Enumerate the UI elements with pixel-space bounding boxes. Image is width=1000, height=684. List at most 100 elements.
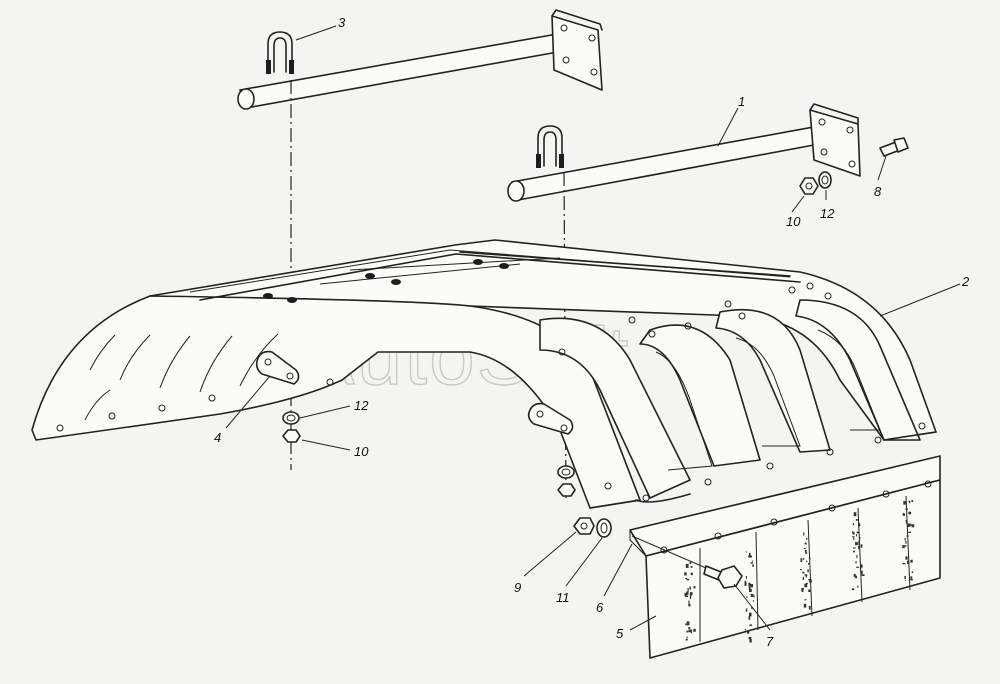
texture-speck [745,551,747,553]
texture-speck [859,536,861,540]
callout-6: 6 [596,600,604,615]
texture-speck [808,562,810,565]
texture-speck [861,574,865,576]
texture-speck [751,560,754,562]
texture-speck [685,595,689,598]
bolt-flap [703,565,743,589]
texture-speck [750,593,754,597]
mounting-hole [824,292,832,300]
texture-speck [806,560,808,563]
u-bolt-lower [536,125,564,168]
mudguard-holes [56,259,926,502]
texture-speck [910,578,913,581]
spring-washer-right [557,465,575,479]
mounting-hole [158,404,166,412]
texture-speck [752,600,755,602]
texture-speck [744,581,747,586]
callout-9: 9 [514,580,521,595]
leader-lines [225,25,961,631]
texture-speck [860,544,863,548]
texture-speck [910,576,913,579]
callout-4: 4 [214,430,221,445]
texture-speck [688,600,690,605]
texture-speck [751,606,753,609]
texture-speck [803,532,805,536]
texture-speck [689,561,692,565]
callout-5: 5 [616,626,624,641]
texture-speck [904,575,906,580]
texture-speck [910,559,913,563]
texture-speck [686,630,689,633]
texture-speck [856,566,859,568]
texture-speck [855,542,858,546]
texture-speck [744,580,747,583]
mounting-hole [208,394,216,402]
texture-speck [905,556,908,560]
texture-speck [907,523,911,527]
texture-speck [753,595,755,598]
texture-speck [853,512,857,517]
texture-speck [804,574,808,576]
spring-washer-flap [596,518,612,538]
callout-12-left: 12 [354,398,369,413]
texture-speck [685,577,688,580]
texture-speck [800,558,803,563]
mud-flap-texture [684,500,915,643]
texture-speck [858,545,861,550]
mounting-hole [788,286,796,294]
flap-hole [882,490,890,498]
nut-left [282,429,301,443]
texture-speck [802,576,805,580]
callout-10-left: 10 [354,444,369,459]
texture-speck [853,537,855,540]
top-slot-hole [287,297,297,303]
texture-speck [853,547,856,549]
callout-1: 1 [738,94,745,109]
top-slot-hole [365,273,375,279]
flap-hole [660,546,668,554]
texture-speck [907,560,910,564]
texture-speck [800,568,802,570]
flap-hole [714,532,722,540]
texture-speck [853,574,856,577]
nut-bracket [799,177,819,195]
mounting-hole [684,322,692,330]
texture-speck [911,500,914,503]
texture-speck [855,575,858,579]
clamp-plate-right [527,402,574,435]
texture-speck [688,627,691,630]
texture-speck [687,588,689,592]
spring-washer-left [282,411,300,425]
callout-11: 11 [556,590,570,605]
mounting-hole [724,300,732,308]
texture-speck [689,586,691,590]
texture-speck [807,569,809,573]
texture-speck [690,566,693,568]
texture-speck [908,531,912,533]
top-slot-hole [499,263,509,269]
texture-speck [748,554,752,558]
texture-speck [902,512,904,516]
texture-speck [685,623,689,626]
texture-speck [688,604,691,606]
texture-speck [908,511,912,515]
callout-12-bracket: 12 [820,206,835,221]
mounting-hole [738,312,746,320]
texture-speck [693,585,696,589]
mounting-hole [108,412,116,420]
callout-labels: 3 1 2 4 12 10 10 12 8 9 11 6 7 5 [214,15,970,649]
texture-speck [686,636,688,639]
texture-speck [744,629,746,631]
texture-speck [808,579,811,581]
callout-3: 3 [338,15,346,30]
support-bracket-upper [237,9,603,110]
texture-speck [686,621,690,626]
texture-speck [748,612,752,617]
texture-speck [749,586,751,591]
texture-speck [902,562,906,565]
texture-speck [804,599,807,601]
mounting-hole [56,424,64,432]
spring-washer-bracket [818,171,832,189]
